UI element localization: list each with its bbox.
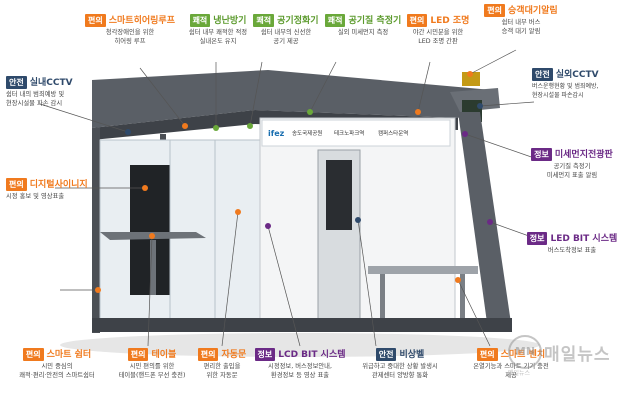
callout-desc-line: 청각장애인을 위한	[105, 29, 155, 36]
right-pillar	[458, 112, 512, 330]
tag-badge: 정보	[531, 148, 552, 161]
callout-dots	[95, 71, 493, 293]
callout-desc-line: 현장시설물 파손감시	[532, 91, 584, 99]
roof	[92, 70, 492, 128]
tag-badge: 정보	[526, 232, 548, 245]
boarding-alarm-box	[462, 72, 480, 86]
callout-desc-line: 편리한 출입을	[203, 363, 241, 370]
watermark-name: 매일뉴스	[544, 345, 611, 365]
tag-badge: 편의	[484, 4, 506, 17]
tag-badge: 정보	[254, 348, 276, 361]
callout-desc-line: 시민 편의를 위한	[129, 363, 175, 370]
signboard	[261, 119, 451, 147]
smart-bench	[368, 266, 478, 274]
callout-title: 스마트 쉼터	[46, 350, 92, 360]
glass-walls	[99, 139, 261, 321]
callout-title: 디지털사이니지	[29, 180, 88, 190]
callout-desc-line: 위한 자동문	[206, 371, 238, 379]
callout-desc-line: 테이블(핸드폰 무선 충전)	[118, 371, 186, 379]
callout-title: 실외CCTV	[555, 70, 599, 80]
signboard-stop-2: 테크노파크역	[334, 131, 365, 137]
tag-badge: 편의	[127, 348, 149, 361]
callout-title: 비상벨	[399, 350, 425, 360]
callout-title: LCD BIT 시스템	[278, 350, 346, 360]
callout-desc-line: 현장시설물 파손 감시	[6, 99, 63, 107]
tag-badge: 안전	[6, 76, 27, 89]
tag-badge: 편의	[22, 348, 44, 361]
tag-badge: 편의	[6, 178, 27, 191]
callout-desc-line: LED 조명 간판	[418, 37, 458, 45]
left-frame	[92, 128, 100, 333]
tag-badge: 안전	[532, 68, 553, 81]
callout-title: 미세먼지전광판	[554, 150, 613, 160]
callout-desc-line: 시정 홍보 및 영상표출	[6, 193, 65, 200]
callout-desc-line: 시정정보, 버스정보안내,	[268, 363, 332, 370]
tag-badge: 편의	[476, 348, 498, 361]
callout-desc-line: 관제센터 양방향 통화	[371, 371, 429, 379]
base-platform	[92, 318, 512, 332]
callout-desc-line: 히어링 루프	[114, 37, 146, 45]
callout-desc-line: 쉼터 내부 쾌적한 적정	[188, 29, 248, 36]
callout-title: 자동문	[221, 350, 247, 360]
callout-desc-line: 제공	[505, 371, 517, 379]
callout-desc-line: 공기 제공	[273, 37, 299, 45]
callout-title: 승객대기알림	[508, 6, 558, 16]
watermark-logo: MN	[508, 335, 542, 369]
tag-badge: 쾌적	[324, 14, 346, 27]
callout-title: 공기질 측정기	[348, 16, 402, 26]
callout-desc-line: 온열기능과 스마트 기기 충전	[473, 363, 549, 370]
callout-desc-line: 버스도착정보 표출	[547, 247, 597, 254]
callout-desc-line: 실내온도 유지	[199, 37, 237, 45]
callout-title: 실내CCTV	[29, 78, 73, 88]
signboard-logo: ifez	[268, 129, 285, 138]
callout-title: 스마트히어링루프	[108, 16, 175, 26]
tag-badge: 편의	[197, 348, 219, 361]
callout-title: LED 조명	[430, 16, 470, 26]
callout-desc-line: 실외 미세먼지 측정	[337, 29, 389, 36]
signboard-stop-1: 송도국제공원	[292, 131, 323, 137]
callout-desc-line: 미세먼지 표출 알림	[546, 171, 598, 179]
callout-desc-line: 환경정보 등 영상 표출	[270, 371, 330, 379]
tag-badge: 쾌적	[253, 14, 275, 27]
callout-desc-line: 쉼터 내의 범죄예방 및	[6, 91, 65, 98]
watermark-sub: 매일뉴스	[508, 370, 531, 377]
callout-desc-line: 야간 시민분을 위한	[412, 29, 464, 36]
callout-desc-line: 시민 중심의	[41, 363, 73, 370]
callout-desc-line: 위급하고 중대한 상황 발생시	[362, 363, 438, 370]
callout-desc-line: 쉼터 내부 버스	[501, 19, 541, 26]
callout-desc-line: 버스운행현황 및 범죄예방,	[532, 83, 599, 90]
callout-title: 공기정화기	[277, 16, 319, 26]
callout-desc-line: 쉼터 내부의 신선한	[260, 29, 312, 36]
tag-badge: 편의	[85, 14, 106, 27]
callout-desc-line: 승객 대기 알림	[501, 27, 541, 35]
callout-title: LED BIT 시스템	[550, 234, 618, 244]
tag-badge: 안전	[375, 348, 397, 361]
tag-badge: 쾌적	[189, 14, 211, 27]
callout-desc-line: 쾌적·편리·안전의 스마트쉼터	[19, 371, 95, 379]
callout-title: 냉난방기	[213, 16, 247, 26]
tag-badge: 편의	[406, 14, 428, 27]
signboard-stop-3: 캠퍼스타운역	[378, 131, 409, 137]
callout-title: 테이블	[151, 350, 177, 360]
callout-desc-line: 공기질 측정기	[553, 163, 591, 170]
